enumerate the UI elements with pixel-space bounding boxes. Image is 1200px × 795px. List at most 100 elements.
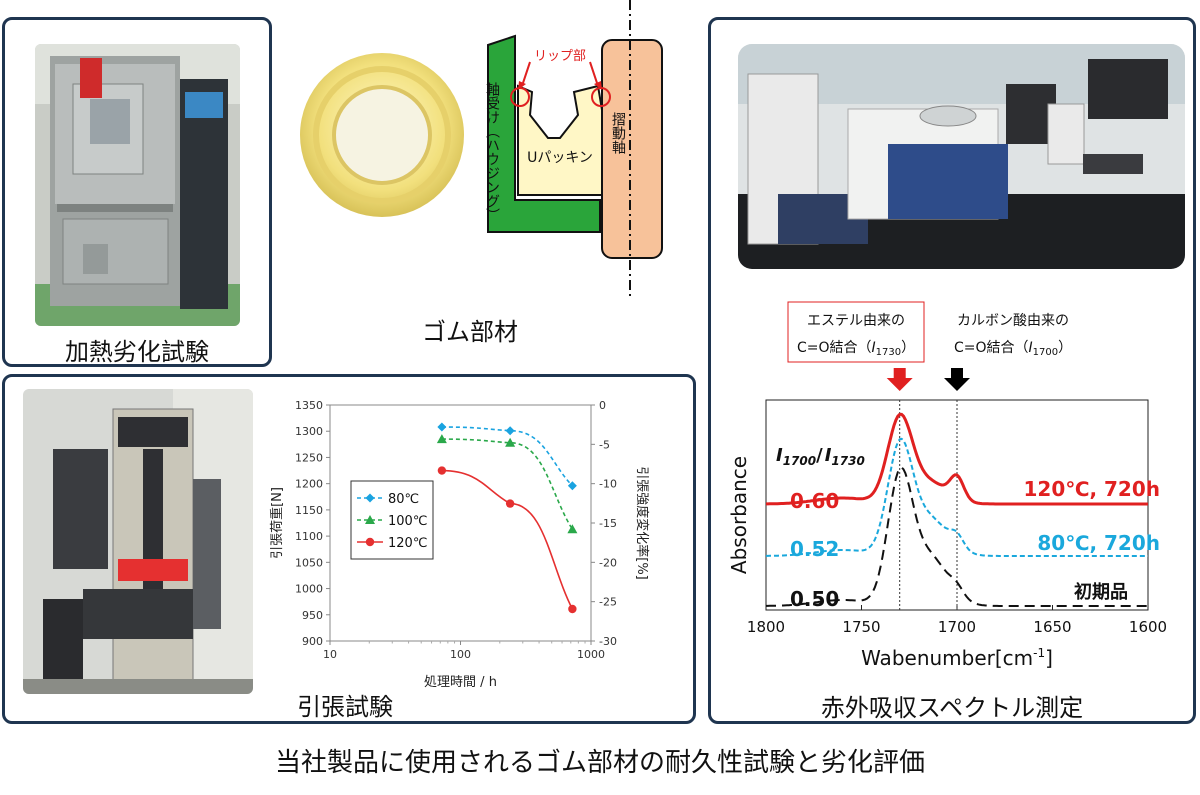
packing-label: Uパッキン (527, 150, 593, 166)
ir-ester-annotation-line2-part: C=O結合（ (797, 340, 872, 356)
ir-carboxylic-annotation-arrow-head (944, 378, 970, 391)
tensile-right-tick-label: -5 (599, 438, 610, 451)
ir-carboxylic-annotation-line1: カルボン酸由来の (957, 313, 1069, 329)
ir-x-axis-label: Wabenumber[cm-1] (861, 646, 1053, 670)
heating-test-caption: 加熱劣化試験 (65, 338, 209, 366)
ir-spectrum-line-80c (766, 437, 1148, 557)
shaft-label: 摺動軸 (610, 112, 626, 154)
tensile-series-line-1 (441, 438, 574, 530)
ir-ester-annotation-arrow-head (886, 378, 913, 391)
tensile-point-2 (568, 604, 577, 614)
tensile-left-tick-label: 1050 (295, 556, 323, 569)
ir-carboxylic-annotation-line2-part: C=O結合（ (954, 340, 1029, 356)
tensile-left-tick-label: 1300 (295, 425, 323, 438)
ir-carboxylic-annotation-line2-part: ） (1058, 340, 1072, 356)
tensile-legend-marker (365, 537, 375, 547)
tensile-point-0 (567, 481, 577, 491)
ir-x-tick-label: 1700 (938, 618, 976, 636)
ir-carboxylic-annotation-line2-part: 1700 (1033, 347, 1058, 358)
main-caption: 当社製品に使用されるゴム部材の耐久性試験と劣化評価 (274, 748, 925, 778)
tensile-legend-marker (365, 493, 375, 503)
ir-carboxylic-annotation-arrow-stem (951, 368, 963, 378)
tensile-x-tick-label: 100 (450, 648, 471, 661)
lip-label: リップ部 (534, 49, 586, 64)
heating-test-panel: 加熱劣化試験 (2, 17, 272, 367)
ir-ester-annotation: エステル由来の C=O結合（I1730） (787, 301, 925, 391)
ir-series-label-initial: 初期品 (1074, 581, 1128, 603)
ir-ratio-header-part: 1730 (831, 454, 864, 468)
ir-ratio-value: 0.52 (790, 537, 839, 561)
tensile-right-tick-label: 0 (599, 399, 606, 412)
rubber-ring-photo (297, 50, 467, 220)
ir-carboxylic-annotation-line2: C=O結合（I1700） (954, 340, 1072, 358)
ir-ratio-header-part: / (816, 445, 823, 466)
tensile-point-1 (505, 437, 516, 447)
ir-ratio-value: 0.50 (790, 587, 839, 611)
tensile-right-tick-label: -15 (599, 517, 617, 530)
tensile-point-2 (437, 466, 447, 475)
u-packing-diagram: リップ部 軸受け（ハウジング） Uパッキン 摺動軸 (470, 0, 670, 300)
tensile-right-tick-label: -25 (599, 596, 617, 609)
ir-ester-annotation-line2-part: 1730 (876, 347, 901, 358)
housing-label: 軸受け（ハウジング） (484, 82, 500, 222)
ir-y-axis-label: Absorbance (727, 456, 751, 574)
ir-caption: 赤外吸収スペクトル測定 (820, 694, 1084, 722)
tensile-left-axis-label: 引張荷重[N] (269, 487, 285, 559)
ir-series-label-120c: 120℃, 720h (1023, 477, 1160, 501)
tensile-machine-photo (23, 389, 253, 694)
ir-ester-annotation-line2: C=O結合（I1730） (797, 340, 915, 358)
tensile-left-tick-label: 1250 (295, 451, 323, 464)
rubber-caption: ゴム部材 (422, 318, 518, 346)
ir-series-label-80c: 80℃, 720h (1037, 531, 1160, 555)
tensile-point-0 (437, 422, 447, 432)
ir-x-axis-label-end: ] (1045, 646, 1053, 670)
ir-instrument-photo (738, 44, 1185, 269)
tensile-point-0 (505, 426, 515, 436)
ir-ratio-value: 0.60 (790, 489, 839, 513)
tensile-legend-label: 120℃ (388, 536, 427, 551)
tensile-left-tick-label: 900 (302, 635, 323, 648)
tensile-legend-label: 100℃ (388, 514, 427, 529)
ir-carboxylic-annotation: カルボン酸由来の C=O結合（I1700） (939, 301, 1087, 391)
tensile-x-axis-label: 処理時間 / h (424, 675, 497, 690)
ir-x-axis-label-main: Wabenumber[cm (861, 646, 1033, 670)
tensile-chart: 135013001250120011501100105010009509000-… (269, 399, 650, 690)
ir-spectrum-line-120c (766, 412, 1148, 506)
tensile-right-tick-label: -20 (599, 556, 617, 569)
tensile-point-1 (567, 524, 578, 534)
ir-spectrum-line-initial (766, 466, 1148, 607)
ir-ester-annotation-line2-part: ） (901, 340, 915, 356)
ir-ester-annotation-line2-part: I (871, 340, 875, 356)
tensile-x-tick-label: 1000 (577, 648, 605, 661)
tensile-point-1 (436, 434, 447, 444)
heating-chamber-photo (35, 44, 240, 326)
ir-x-tick-label: 1650 (1033, 618, 1071, 636)
tensile-left-tick-label: 950 (302, 609, 323, 622)
tensile-series-line-0 (441, 426, 573, 487)
tensile-right-tick-label: -30 (599, 635, 617, 648)
tensile-right-tick-label: -10 (599, 478, 617, 491)
tensile-caption: 引張試験 (297, 693, 393, 721)
ir-carboxylic-annotation-line2-part: I (1028, 340, 1032, 356)
tensile-x-tick-label: 10 (323, 648, 337, 661)
tensile-right-axis-label: 引張強度変化率[%] (634, 466, 650, 580)
tensile-left-tick-label: 1150 (295, 504, 323, 517)
ir-ratio-header: I1700/I1730 (776, 445, 865, 468)
ir-ratio-header-part: 1700 (783, 454, 816, 468)
ir-ester-annotation-arrow-stem (893, 368, 906, 378)
ir-ratio-header-part: I (825, 445, 832, 466)
tensile-left-tick-label: 1100 (295, 530, 323, 543)
ir-ester-annotation-line1: エステル由来の (807, 313, 905, 329)
tensile-legend-marker (365, 515, 375, 524)
ir-ester-annotation-box (787, 301, 925, 363)
ir-x-axis-label-sup: -1 (1033, 646, 1045, 660)
tensile-left-tick-label: 1200 (295, 478, 323, 491)
tensile-point-2 (505, 499, 515, 508)
ir-x-tick-label: 1750 (842, 618, 880, 636)
ir-x-tick-label: 1800 (747, 618, 785, 636)
tensile-left-tick-label: 1000 (295, 583, 323, 596)
ir-x-tick-label: 1600 (1129, 618, 1167, 636)
